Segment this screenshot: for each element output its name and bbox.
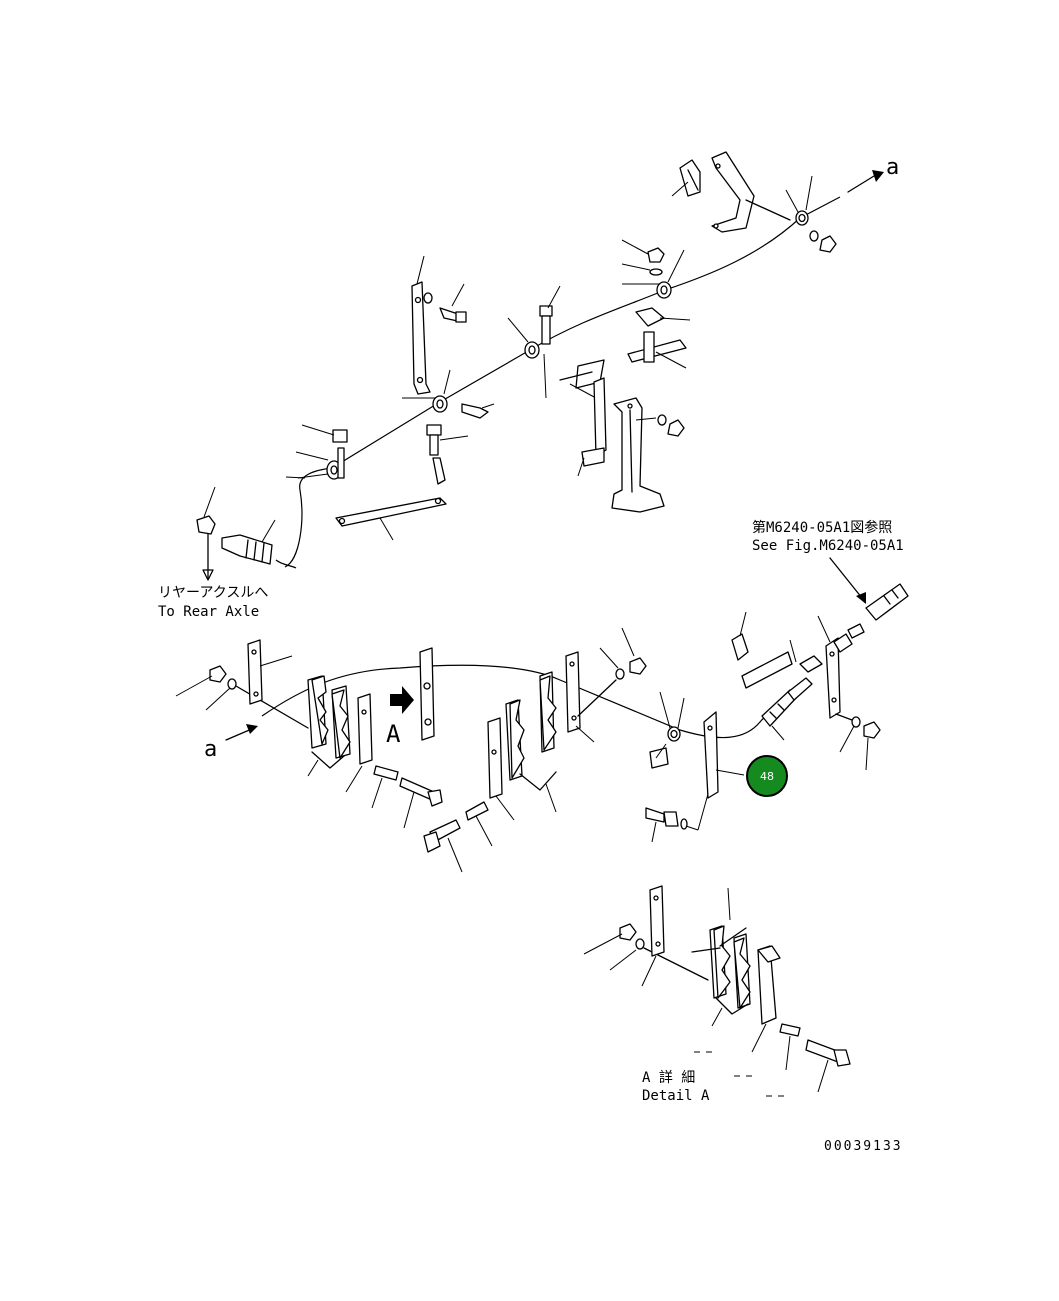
callout-48[interactable]: 48	[746, 755, 788, 797]
clamp-block	[691, 887, 751, 1027]
reference-text-en: See Fig.M6240-05A1	[752, 538, 904, 554]
detail-label-en: Detail A	[642, 1088, 710, 1104]
spacer	[465, 801, 493, 847]
hose-clamp	[785, 175, 837, 253]
clamp-plate	[751, 945, 781, 1053]
leader-lines	[285, 476, 306, 479]
mount-plate	[641, 885, 665, 987]
hose-clamp	[649, 691, 685, 769]
hose-fitting	[731, 611, 823, 741]
upper-hose-assembly: a	[196, 151, 899, 581]
elbow-fitting	[196, 486, 216, 581]
label-view-a: A	[386, 720, 401, 748]
mount-plate	[247, 639, 293, 705]
reference-arrow	[829, 557, 866, 604]
detail-label-jp: A 詳 細	[642, 1070, 695, 1086]
bolt	[399, 777, 443, 829]
to-rear-axle-en: To Rear Axle	[158, 604, 259, 620]
hose-end-fitting	[221, 519, 276, 565]
middle-hose-assembly: a A	[175, 583, 909, 873]
reference-hose	[865, 583, 909, 621]
drawing-number: 00039133	[824, 1139, 903, 1154]
callout-number: 48	[760, 770, 774, 783]
clamp-block	[307, 675, 351, 777]
support-stand	[559, 359, 685, 513]
hose-clamp	[295, 424, 348, 480]
bolt	[426, 424, 469, 485]
center-bracket	[419, 647, 435, 741]
bolt	[805, 1039, 851, 1093]
bolt	[423, 819, 463, 873]
frame-bracket	[671, 151, 791, 233]
label-a-left: a	[204, 737, 217, 762]
hose-clamp	[402, 369, 495, 419]
label-a-top: a	[886, 155, 899, 180]
direction-arrow-a: a	[847, 155, 899, 193]
view-arrow-a: A	[386, 686, 414, 748]
bolt	[645, 807, 688, 843]
tall-bracket	[411, 255, 467, 395]
clamp-plate	[487, 717, 515, 821]
clamp-block	[505, 671, 557, 813]
mount-plate	[565, 627, 647, 743]
spacer	[779, 1023, 801, 1071]
hose-clamp	[621, 239, 691, 369]
to-rear-axle-jp: リヤーアクスルへ	[158, 585, 268, 601]
support-bracket	[335, 497, 447, 541]
reference-text-jp: 第M6240-05A1図参照	[752, 519, 892, 536]
direction-arrow-a: a	[204, 724, 258, 762]
bracket-plate	[685, 711, 745, 831]
mount-plate	[817, 615, 881, 771]
hose-clamp	[507, 285, 561, 399]
clamp-plate	[345, 693, 373, 793]
detail-a-assembly: A 詳 細 Detail A	[583, 885, 851, 1104]
spacer	[371, 765, 399, 809]
